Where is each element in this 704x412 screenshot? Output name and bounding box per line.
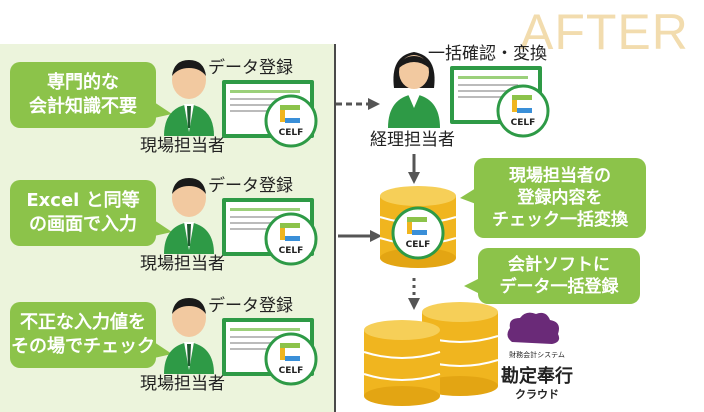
role-label-3: 現場担当者 (140, 374, 225, 394)
male-staff-avatar-1 (160, 58, 218, 140)
benefit-text-2: Excel と同等 の画面で入力 (26, 190, 140, 235)
data-entry-label-2: データ登録 (208, 176, 293, 196)
bubble-tail-1 (154, 102, 172, 118)
role-label-2: 現場担当者 (140, 254, 225, 274)
kanjo-bugyo-logo: 財務会計システム 勘定奉行 クラウド (496, 310, 578, 406)
product-suffix: クラウド (515, 388, 559, 401)
panel-divider (334, 44, 336, 412)
male-staff-avatar-2 (160, 176, 218, 258)
benefit-bubble-3: 不正な入力値を その場でチェック (10, 302, 172, 368)
benefit-text-1: 専門的な 会計知識不要 (29, 72, 137, 117)
bubble-tail-2 (154, 220, 172, 236)
role-label-1: 現場担当者 (140, 136, 225, 156)
batch-confirm-label: 一括確認・変換 (428, 44, 547, 64)
check-convert-text: 現場担当者の 登録内容を チェック一括変換 (492, 166, 628, 230)
celf-badge-3: CELF (264, 332, 318, 390)
celf-badge-text-accounting: CELF (510, 118, 536, 128)
data-entry-label-3: データ登録 (208, 296, 293, 316)
callout-tail-2 (464, 278, 480, 294)
celf-badge-accounting: CELF (496, 84, 550, 142)
accountant-role-label: 経理担当者 (370, 130, 455, 150)
cloud-logo-icon (507, 312, 560, 344)
celf-badge-text-1: CELF (278, 128, 304, 138)
benefit-bubble-1: 専門的な 会計知識不要 (10, 62, 172, 128)
celf-badge-2: CELF (264, 212, 318, 270)
accounting-software-database (362, 302, 502, 412)
data-entry-label-1: データ登録 (208, 58, 293, 78)
product-subtitle: 財務会計システム (509, 351, 565, 359)
celf-badge-text-2: CELF (278, 246, 304, 256)
arrow-to-database (336, 228, 384, 248)
register-callout: 会計ソフトに データ一括登録 (464, 248, 640, 304)
celf-badge-text-3: CELF (278, 366, 304, 376)
arrow-down-to-celf-db (406, 152, 422, 190)
after-label: AFTER (520, 4, 689, 60)
dotted-arrow-to-accounting-db (406, 276, 422, 316)
callout-tail-1 (460, 188, 476, 204)
benefit-bubble-2: Excel と同等 の画面で入力 (10, 180, 172, 246)
celf-badge-database: CELF (391, 206, 445, 264)
check-convert-callout: 現場担当者の 登録内容を チェック一括変換 (460, 158, 646, 238)
bubble-tail-3 (154, 342, 172, 358)
register-text: 会計ソフトに データ一括登録 (499, 255, 619, 297)
female-accountant-avatar (384, 48, 444, 132)
celf-badge-1: CELF (264, 94, 318, 152)
benefit-text-3: 不正な入力値を その場でチェック (11, 312, 155, 357)
dashed-arrow-to-accounting (334, 96, 382, 116)
celf-badge-text-database: CELF (405, 240, 431, 250)
male-staff-avatar-3 (160, 296, 218, 378)
product-name: 勘定奉行 (501, 366, 573, 387)
